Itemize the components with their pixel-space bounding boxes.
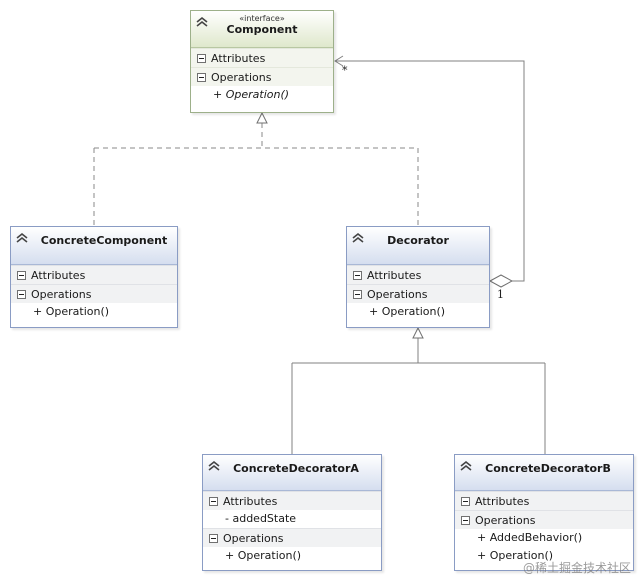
operation-item[interactable]: + Operation() [347, 303, 489, 321]
class-header: ConcreteComponent [11, 227, 177, 265]
class-concrete-decorator-a[interactable]: ConcreteDecoratorA Attributes - addedSta… [202, 454, 382, 571]
minus-box-icon[interactable] [197, 73, 206, 82]
section-label: Attributes [211, 52, 266, 65]
attributes-section[interactable]: Attributes [347, 265, 489, 284]
attributes-section[interactable]: Attributes [203, 491, 381, 510]
operations-section[interactable]: Operations [455, 510, 633, 529]
operation-item[interactable]: + Operation() [191, 86, 333, 104]
class-name: Component [226, 23, 298, 36]
operations-section[interactable]: Operations [191, 67, 333, 86]
minus-box-icon[interactable] [461, 516, 470, 525]
attributes-section[interactable]: Attributes [11, 265, 177, 284]
section-label: Operations [475, 514, 536, 527]
class-header: ConcreteDecoratorB [455, 455, 633, 491]
class-header: «interface» Component [191, 11, 333, 48]
class-component[interactable]: «interface» Component Attributes Operati… [190, 10, 334, 113]
class-header: ConcreteDecoratorA [203, 455, 381, 491]
aggregation-connector [334, 55, 525, 282]
minus-box-icon[interactable] [209, 497, 218, 506]
class-name: ConcreteComponent [40, 234, 168, 247]
class-header: Decorator [347, 227, 489, 265]
operations-section[interactable]: Operations [347, 284, 489, 303]
operations-section[interactable]: Operations [203, 528, 381, 547]
minus-box-icon[interactable] [209, 534, 218, 543]
section-label: Attributes [367, 269, 422, 282]
minus-box-icon[interactable] [353, 290, 362, 299]
minus-box-icon[interactable] [461, 497, 470, 506]
double-chevron-up-icon[interactable] [195, 15, 209, 29]
realization-arrowhead [256, 111, 268, 124]
minus-box-icon[interactable] [17, 271, 26, 280]
operation-item[interactable]: + Operation() [455, 547, 633, 565]
generalization-connector [291, 338, 546, 454]
realization-connector [93, 123, 419, 226]
class-decorator[interactable]: Decorator Attributes Operations + Operat… [346, 226, 490, 328]
section-label: Attributes [223, 495, 278, 508]
minus-box-icon[interactable] [353, 271, 362, 280]
operation-item[interactable]: + AddedBehavior() [455, 529, 633, 547]
aggregation-diamond [488, 274, 514, 288]
attributes-section[interactable]: Attributes [191, 48, 333, 67]
double-chevron-up-icon[interactable] [207, 459, 221, 473]
minus-box-icon[interactable] [17, 290, 26, 299]
attributes-section[interactable]: Attributes [455, 491, 633, 510]
double-chevron-up-icon[interactable] [459, 459, 473, 473]
multiplicity-one-label: 1 [497, 288, 504, 301]
operations-section[interactable]: Operations [11, 284, 177, 303]
operation-item[interactable]: + Operation() [203, 547, 381, 565]
double-chevron-up-icon[interactable] [351, 231, 365, 245]
minus-box-icon[interactable] [197, 54, 206, 63]
section-label: Operations [31, 288, 92, 301]
generalization-arrowhead [412, 326, 424, 339]
stereotype-label: «interface» [239, 14, 285, 23]
section-label: Operations [211, 71, 272, 84]
class-name: ConcreteDecoratorA [233, 462, 359, 475]
section-label: Attributes [475, 495, 530, 508]
class-concrete-decorator-b[interactable]: ConcreteDecoratorB Attributes Operations… [454, 454, 634, 571]
section-label: Attributes [31, 269, 86, 282]
watermark-label: @稀土掘金技术社区 [522, 561, 631, 575]
double-chevron-up-icon[interactable] [15, 231, 29, 245]
class-concrete-component[interactable]: ConcreteComponent Attributes Operations … [10, 226, 178, 328]
section-label: Operations [223, 532, 284, 545]
class-name: ConcreteDecoratorB [485, 462, 611, 475]
multiplicity-many-label: * [342, 64, 348, 77]
section-label: Operations [367, 288, 428, 301]
class-name: Decorator [387, 234, 449, 247]
operation-item[interactable]: + Operation() [11, 303, 177, 321]
attribute-item[interactable]: - addedState [203, 510, 381, 528]
